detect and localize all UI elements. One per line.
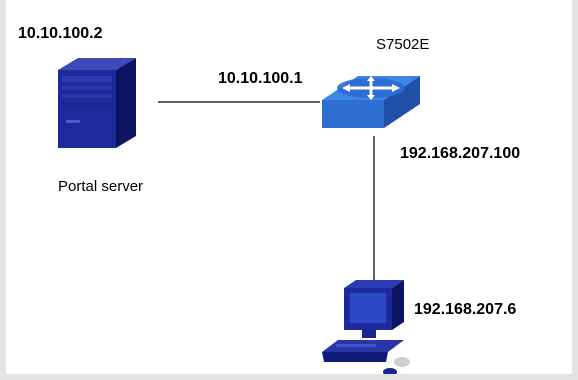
network-switch-icon bbox=[322, 76, 420, 128]
server-tower-icon bbox=[58, 58, 136, 148]
desktop-pc-icon bbox=[322, 280, 410, 374]
client-ip-label: 192.168.207.6 bbox=[414, 301, 517, 318]
diagram-canvas bbox=[58, 58, 420, 374]
switch-name-label: S7502E bbox=[376, 36, 430, 53]
switch-server-side-ip-label: 10.10.100.1 bbox=[218, 70, 303, 87]
server-name-label: Portal server bbox=[58, 178, 144, 195]
server-ip-label: 10.10.100.2 bbox=[18, 25, 103, 42]
switch-client-side-ip-label: 192.168.207.100 bbox=[400, 145, 521, 162]
